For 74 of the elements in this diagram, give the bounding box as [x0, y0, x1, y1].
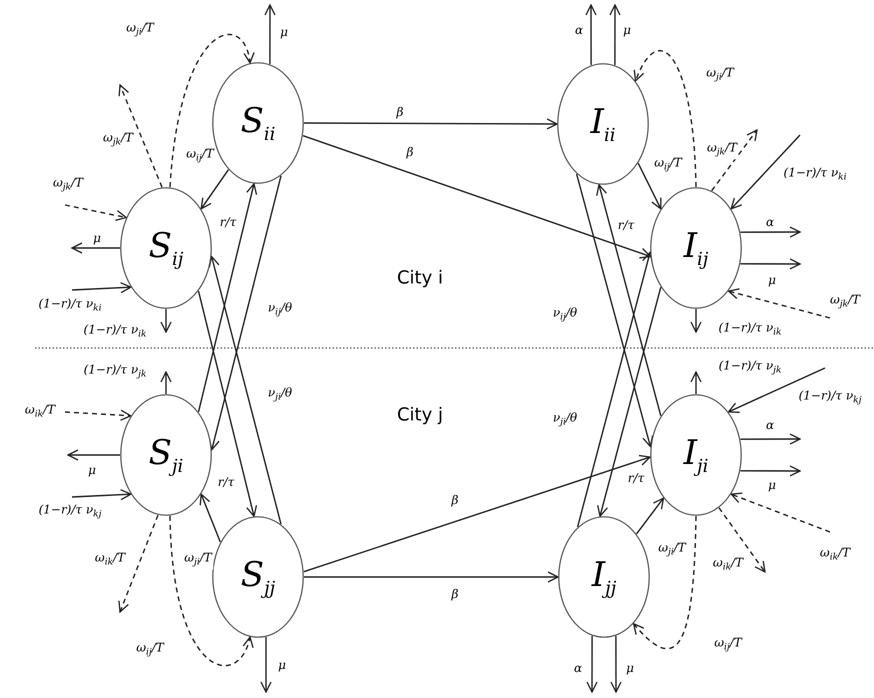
compartment-ellipse [557, 63, 649, 185]
arrow [72, 489, 132, 500]
arrow [64, 410, 132, 421]
arrow [690, 371, 702, 394]
compartment-label: I$_{jj}$ [592, 555, 616, 599]
arrow [304, 571, 559, 583]
compartment-ellipse [212, 516, 304, 638]
compartment-label: S$_{ii}$ [240, 101, 276, 145]
arrow [208, 256, 282, 524]
edge-label: β [406, 145, 414, 159]
compartment-label: S$_{jj}$ [240, 555, 276, 599]
edge-label: r/τ [626, 471, 646, 485]
arrow [728, 288, 830, 319]
compartment-label: I$_{ji}$ [684, 433, 708, 477]
arrow [160, 309, 172, 333]
arrow [740, 465, 801, 477]
edge-label: β [450, 493, 460, 507]
arrow [260, 637, 272, 693]
arrow [730, 492, 830, 533]
edge-label: β [396, 105, 404, 119]
region-label: City i [397, 268, 443, 288]
edge-label: ω$_{ji}$/T [183, 550, 213, 570]
arrow [169, 34, 254, 188]
compartment-ellipse [120, 187, 212, 309]
arrow [302, 135, 652, 259]
compartment-ellipse [650, 187, 742, 309]
arrow [169, 516, 252, 666]
arrow [585, 4, 597, 66]
edge-label: r/τ [616, 218, 636, 232]
arrow [634, 50, 697, 188]
arrow [67, 449, 120, 461]
compartment-label: S$_{ji}$ [148, 433, 184, 477]
arrow [64, 204, 127, 222]
arrow [304, 118, 558, 130]
arrow [690, 309, 702, 333]
compartment-ellipse [558, 516, 650, 638]
arrow [118, 84, 163, 188]
arrow [200, 494, 221, 542]
compartment-label: S$_{ij}$ [148, 226, 184, 270]
arrow [740, 258, 801, 270]
arrow [304, 454, 651, 572]
arrow [728, 367, 826, 413]
compartment-label: I$_{ii}$ [590, 102, 616, 146]
arrow [576, 174, 654, 448]
compartment-ellipse [120, 394, 212, 516]
arrow [198, 290, 258, 517]
arrow [730, 134, 801, 210]
arrow [586, 636, 598, 693]
arrow [198, 183, 258, 412]
arrow [72, 282, 132, 294]
arrow [160, 371, 172, 394]
arrow [200, 169, 229, 210]
arrow [718, 507, 766, 573]
arrow [610, 636, 622, 693]
edge-label: r/τ [216, 475, 236, 489]
arrow [740, 226, 801, 238]
arrow [118, 514, 159, 613]
arrow [632, 516, 697, 650]
arrow [636, 497, 664, 534]
arrow [597, 287, 662, 517]
compartment-label: I$_{ij}$ [684, 226, 708, 270]
region-label: City j [397, 404, 443, 426]
arrow [638, 162, 662, 210]
arrow [208, 176, 282, 450]
arrow [711, 129, 758, 192]
edge-label: β [450, 587, 460, 601]
arrow [596, 184, 662, 416]
arrow [71, 242, 120, 254]
arrow [264, 4, 276, 64]
compartment-ellipse [650, 394, 742, 516]
edge-label: ω$_{jk}$/T [706, 140, 738, 160]
edge-label: r/τ [218, 215, 238, 229]
arrow [740, 433, 801, 445]
arrow [609, 4, 621, 66]
